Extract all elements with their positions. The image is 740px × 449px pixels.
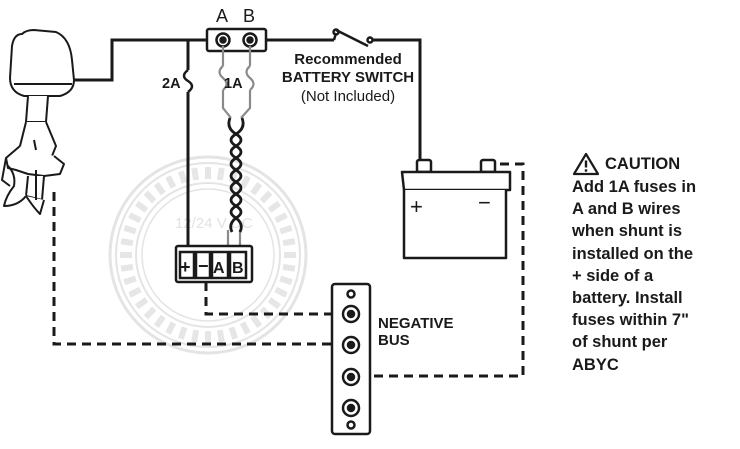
fuse-1a-label: 1A: [224, 76, 243, 92]
switch-label-3: (Not Included): [301, 88, 395, 105]
terminal-block: [205, 27, 268, 53]
connector-plus-label: +: [180, 257, 191, 277]
gauge-bezel-tick: [228, 326, 239, 340]
caution-line: when shunt is: [572, 222, 683, 241]
caution-line: battery. Install: [572, 289, 683, 308]
connector-minus-label: −: [198, 256, 209, 276]
connector-a-label: A: [213, 260, 225, 277]
gauge-bezel-tick: [135, 200, 149, 213]
gauge-connector: [174, 244, 254, 284]
negative-bus-label-2: BUS: [378, 332, 410, 349]
gauge-bezel-tick: [165, 175, 177, 189]
gauge-bezel-tick: [216, 329, 225, 343]
caution-title: CAUTION: [605, 154, 681, 173]
gauge-watermark: [108, 155, 308, 355]
caution-line: fuses within 7": [572, 311, 689, 330]
gauge-bezel-tick: [282, 238, 296, 247]
caution-line: of shunt per: [572, 333, 668, 352]
outboard-motor-icon: [1, 29, 75, 215]
terminal-b-label: B: [243, 6, 255, 26]
gauge-bezel-tick: [177, 170, 188, 184]
gauge-bezel-tick: [123, 275, 137, 286]
caution-line: A and B wires: [572, 200, 681, 219]
gauge-bezel-tick: [128, 286, 142, 298]
switch-icon: [332, 28, 374, 48]
gauge-bezel-tick: [191, 329, 200, 343]
gauge-bezel-tick: [216, 167, 225, 181]
fuse-2a-label: 2A: [162, 76, 181, 92]
switch-label-2: BATTERY SWITCH: [282, 69, 414, 86]
gauge-bezel-tick: [123, 224, 137, 235]
fuse-2a: [182, 69, 194, 93]
gauge-bezel-tick: [120, 238, 134, 247]
gauge-bezel-tick: [120, 263, 134, 272]
battery-icon: [400, 158, 512, 260]
gauge-bezel-tick: [153, 314, 166, 328]
battery-plus-label: +: [410, 194, 423, 219]
gauge-bezel-tick: [279, 275, 293, 286]
gauge-bezel-tick: [250, 314, 263, 328]
warning-triangle-icon: [572, 152, 600, 176]
gauge-bezel-tick: [279, 224, 293, 235]
terminal-a-label: A: [216, 6, 228, 26]
gauge-bezel-tick: [143, 306, 157, 320]
battery-minus-label: −: [478, 190, 491, 215]
caution-note: CAUTION Add 1A fuses in A and B wires wh…: [572, 152, 737, 376]
gauge-bezel-tick: [128, 212, 142, 224]
gauge-bezel-tick: [267, 200, 281, 213]
gauge-bezel-tick: [165, 321, 177, 335]
gauge-bezel-tick: [259, 190, 273, 204]
switch-label-1: Recommended: [294, 51, 402, 68]
negative-bus: [330, 282, 372, 436]
gauge-bezel-tick: [191, 167, 200, 181]
gauge-bezel-tick: [177, 326, 188, 340]
caution-heading: CAUTION: [572, 152, 737, 176]
gauge-bezel-tick: [239, 175, 251, 189]
connector-b-label: B: [232, 260, 244, 277]
caution-line: installed on the: [572, 244, 694, 263]
gauge-bezel-tick: [282, 263, 296, 272]
gauge-bezel-tick: [274, 286, 288, 298]
gauge-bezel-tick: [153, 182, 166, 196]
sense-wires: [218, 46, 255, 252]
negative-wires: [52, 162, 525, 378]
gauge-bezel-tick: [239, 321, 251, 335]
caution-line: + side of a: [572, 266, 654, 285]
gauge-bezel-tick: [250, 182, 263, 196]
caution-line: Add 1A fuses in: [572, 178, 697, 196]
twisted-pair: [227, 117, 245, 233]
caution-line: ABYC: [572, 355, 619, 374]
gauge-bezel-tick: [274, 212, 288, 224]
gauge-bezel-tick: [267, 297, 281, 310]
gauge-bezel-tick: [143, 190, 157, 204]
gauge-bezel-tick: [135, 297, 149, 310]
negative-bus-label-1: NEGATIVE: [378, 315, 454, 332]
